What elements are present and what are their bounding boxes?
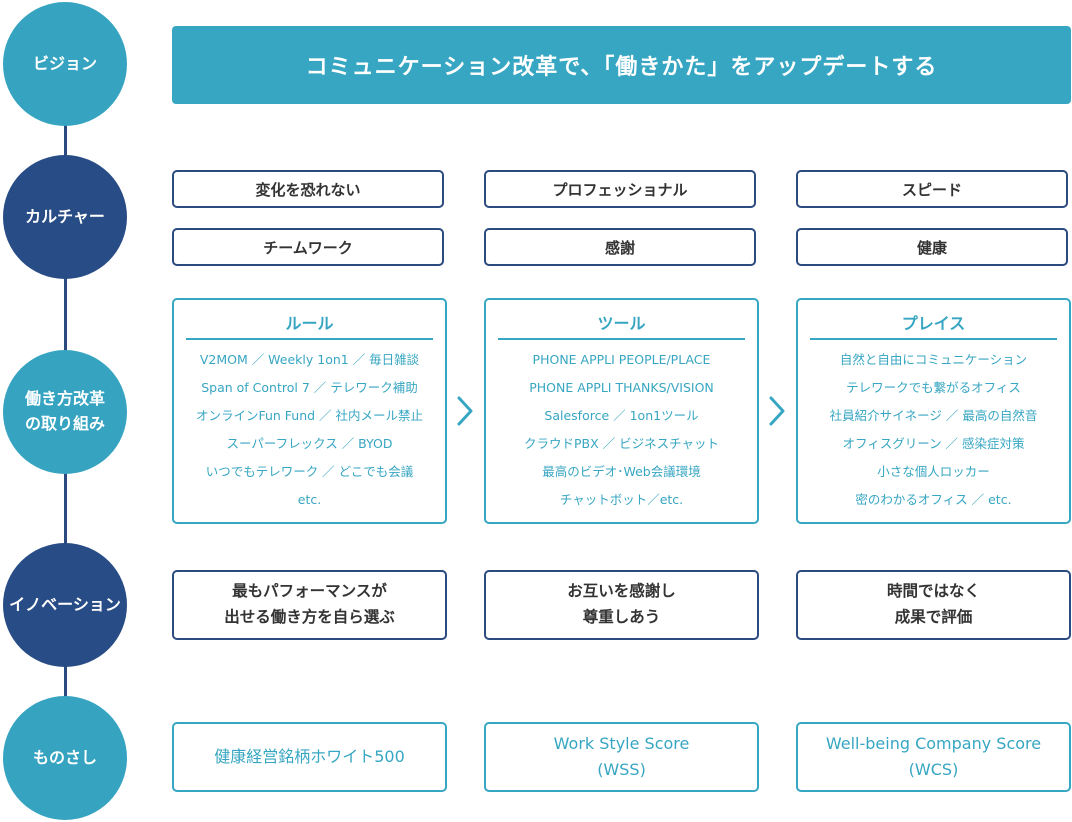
panel-item: 社員紹介サイネージ ／ 最高の自然音 [829, 408, 1038, 423]
panel-item: Span of Control 7 ／ テレワーク補助 [201, 380, 418, 395]
culture-value: チームワーク [172, 228, 444, 266]
panel-item: 自然と自由にコミュニケーション [839, 352, 1028, 367]
measure-box: Well-being Company Score (WCS) [796, 722, 1071, 792]
panel-item: 密のわかるオフィス ／ etc. [855, 492, 1012, 507]
panel-item: いつでもテレワーク ／ どこでも会議 [205, 464, 414, 479]
initiative-panel-place: プレイス 自然と自由にコミュニケーション テレワークでも繋がるオフィス 社員紹介… [796, 298, 1071, 524]
row-label-vision: ビジョン [3, 2, 127, 126]
panel-title: ツール [498, 306, 745, 340]
panel-item: etc. [297, 492, 322, 507]
row-label-initiatives: 働き方改革 の取り組み [3, 350, 127, 474]
row-label-culture: カルチャー [3, 155, 127, 279]
vision-statement: コミュニケーション改革で、「働きかた」をアップデートする [172, 26, 1071, 104]
panel-title: ルール [186, 306, 433, 340]
row-label-innovation: イノベーション [3, 543, 127, 667]
panel-item: V2MOM ／ Weekly 1on1 ／ 毎日雑談 [199, 352, 420, 367]
panel-item: スーパーフレックス ／ BYOD [226, 436, 393, 451]
panel-item: PHONE APPLI THANKS/VISION [529, 380, 714, 395]
culture-value: スピード [796, 170, 1068, 208]
chevron-right-icon [457, 396, 473, 426]
culture-value: 感謝 [484, 228, 756, 266]
panel-title: プレイス [810, 306, 1057, 340]
measure-box: Work Style Score (WSS) [484, 722, 759, 792]
culture-value: 変化を恐れない [172, 170, 444, 208]
row-label-measures: ものさし [3, 696, 127, 820]
panel-item: 小さな個人ロッカー [877, 464, 990, 479]
panel-item: オフィスグリーン ／ 感染症対策 [842, 436, 1025, 451]
panel-item: 最高のビデオ･Web会議環境 [542, 464, 701, 479]
measure-box: 健康経営銘柄ホワイト500 [172, 722, 447, 792]
initiative-panel-tools: ツール PHONE APPLI PEOPLE/PLACE PHONE APPLI… [484, 298, 759, 524]
chevron-right-icon [769, 396, 785, 426]
culture-value: プロフェッショナル [484, 170, 756, 208]
initiative-panel-rules: ルール V2MOM ／ Weekly 1on1 ／ 毎日雑談 Span of C… [172, 298, 447, 524]
innovation-box: お互いを感謝し 尊重しあう [484, 570, 759, 640]
culture-value: 健康 [796, 228, 1068, 266]
innovation-box: 時間ではなく 成果で評価 [796, 570, 1071, 640]
panel-item: PHONE APPLI PEOPLE/PLACE [532, 352, 711, 367]
panel-item: チャットボット／etc. [559, 492, 684, 507]
panel-item: テレワークでも繋がるオフィス [846, 380, 1021, 395]
panel-item: クラウドPBX ／ ビジネスチャット [524, 436, 719, 451]
innovation-box: 最もパフォーマンスが 出せる働き方を自ら選ぶ [172, 570, 447, 640]
panel-item: Salesforce ／ 1on1ツール [544, 408, 699, 423]
panel-item: オンラインFun Fund ／ 社内メール禁止 [195, 408, 424, 423]
